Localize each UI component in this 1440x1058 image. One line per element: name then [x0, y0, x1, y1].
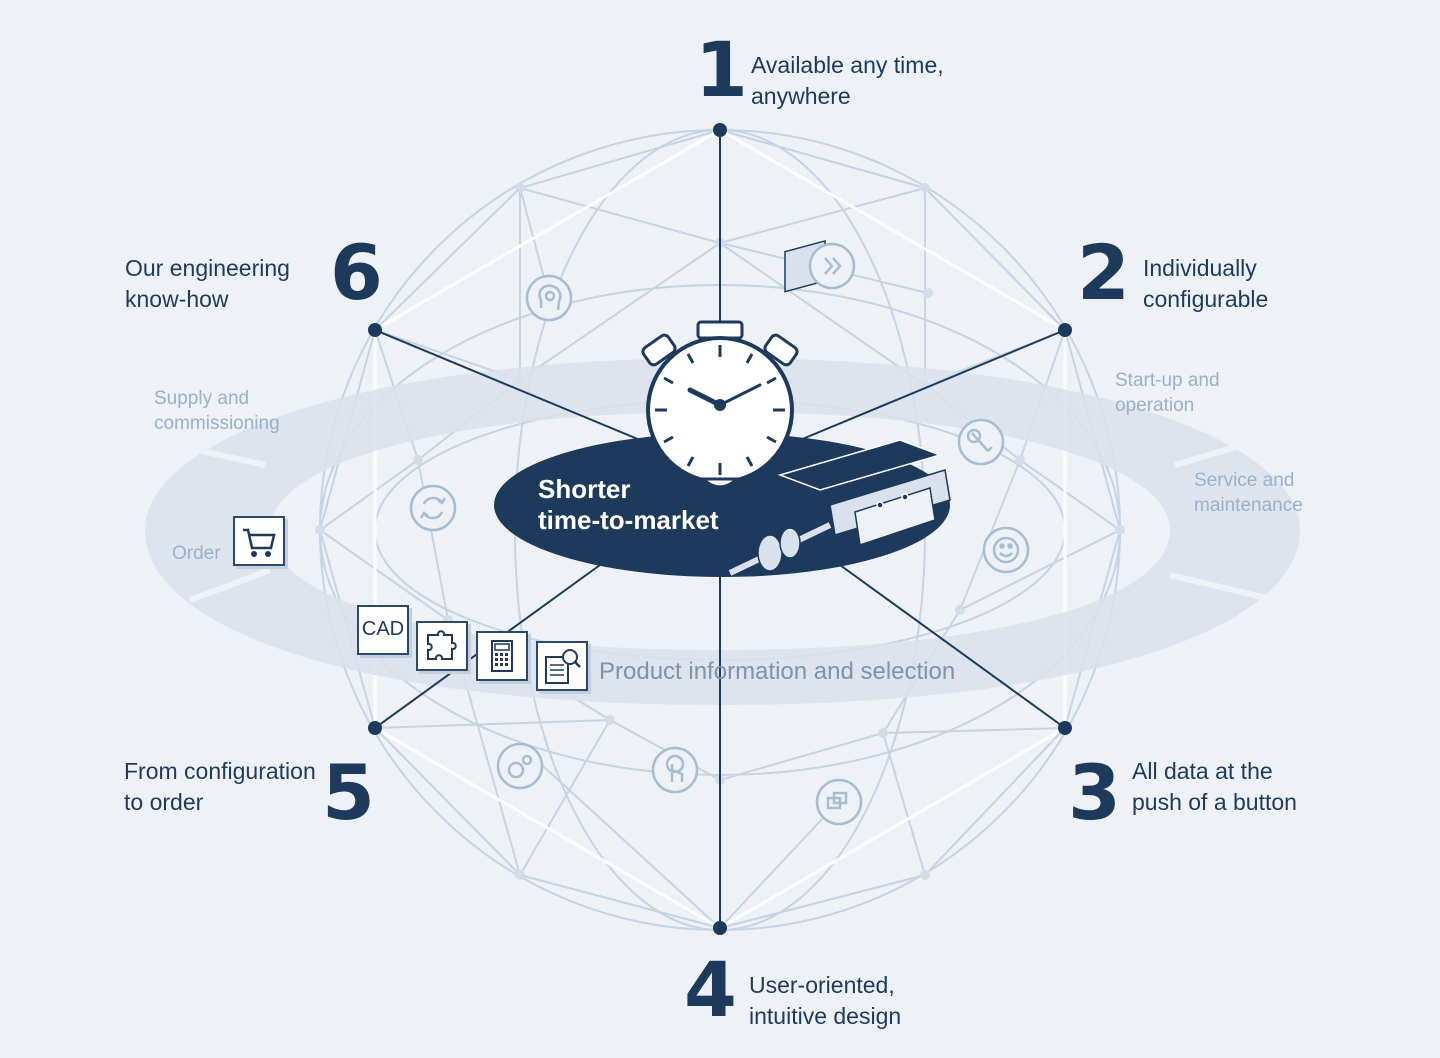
phase-supply-label: Supply and commissioning [154, 388, 280, 434]
process-ring [145, 358, 1300, 705]
smiley-icon [982, 526, 1030, 574]
puzzle-box [416, 621, 468, 671]
calculator-icon [491, 640, 513, 672]
calculator-box [476, 631, 528, 681]
puzzle-icon [427, 630, 457, 660]
fast-forward-icon [808, 242, 856, 290]
pillar-4-label: User-oriented, intuitive design [749, 972, 902, 1029]
wrench-icon [957, 418, 1005, 466]
pillar-1-label: Available any time, anywhere [751, 52, 944, 109]
phase-service-label: Service and maintenance [1194, 470, 1303, 516]
touch-icon [651, 746, 699, 794]
pillar-4-number: 4 [684, 945, 737, 1034]
product-info-label: Product information and selection [599, 658, 956, 685]
pillar-1-number: 1 [695, 25, 748, 114]
stopwatch-icon [641, 320, 799, 489]
phase-startup-label: Start-up and operation [1115, 370, 1220, 416]
document-search-box [536, 641, 588, 691]
pillar-5-label: From configuration to order [124, 758, 316, 815]
pillar-nodes [368, 123, 1072, 935]
pillar-6-number: 6 [330, 228, 383, 317]
document-search-icon [545, 649, 581, 684]
cart-box [233, 516, 285, 566]
pillar-6-label: Our engineering know-how [125, 255, 290, 312]
pillar-2-number: 2 [1077, 228, 1130, 317]
head-gear-icon [525, 274, 573, 322]
windows-icon [815, 778, 863, 826]
center-title: Shorter time-to-market [538, 474, 719, 535]
cad-label: CAD [361, 618, 405, 640]
pillar-2-label: Individually configurable [1143, 255, 1269, 312]
pillar-5-number: 5 [322, 748, 375, 837]
gear-icon [496, 742, 544, 790]
cart-icon [243, 528, 276, 557]
phase-order-label: Order [172, 543, 221, 564]
refresh-icon [409, 484, 457, 532]
cad-box: CAD [357, 605, 409, 655]
linear-guide-icon [728, 239, 951, 576]
pillar-3-number: 3 [1068, 748, 1121, 837]
pillar-3-label: All data at the push of a button [1132, 758, 1297, 815]
